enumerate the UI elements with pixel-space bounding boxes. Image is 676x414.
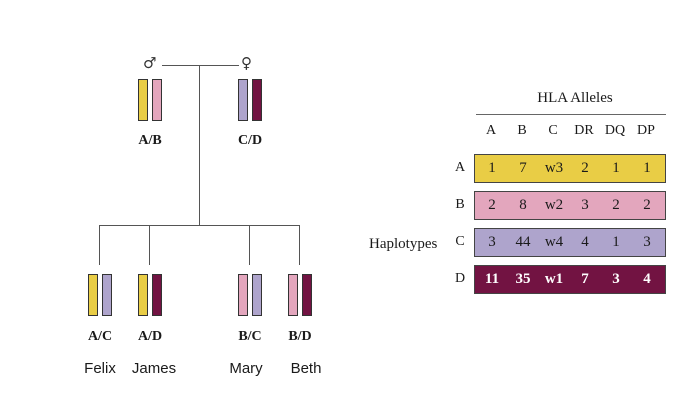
child-beth-bar-1 bbox=[288, 274, 298, 316]
child-line-felix bbox=[99, 225, 100, 265]
allele-cell: 3 bbox=[643, 234, 651, 250]
child-mary-genotype: B/C bbox=[238, 329, 262, 344]
child-james-name: James bbox=[131, 360, 177, 377]
mating-line bbox=[162, 65, 239, 66]
haplotype-row-C: 3 44 w4 4 1 3 bbox=[474, 228, 666, 257]
table-title: HLA Alleles bbox=[537, 90, 613, 106]
column-header-DQ: DQ bbox=[604, 123, 626, 138]
allele-cell: 11 bbox=[484, 271, 500, 287]
row-label-B: B bbox=[455, 197, 465, 212]
descent-line bbox=[199, 65, 200, 225]
child-felix-bar-2 bbox=[102, 274, 112, 316]
haplotype-row-A: 1 7 w3 2 1 1 bbox=[474, 154, 666, 183]
allele-cell: 3 bbox=[488, 234, 496, 250]
allele-cell: 3 bbox=[612, 271, 620, 287]
allele-cell: 1 bbox=[643, 160, 651, 176]
mother-genotype: C/D bbox=[237, 133, 263, 148]
allele-cell: 44 bbox=[515, 234, 531, 250]
allele-cell: 2 bbox=[612, 197, 620, 213]
child-james-bar-1 bbox=[138, 274, 148, 316]
allele-cell: 4 bbox=[581, 234, 589, 250]
allele-cell: 2 bbox=[643, 197, 651, 213]
child-line-beth bbox=[299, 225, 300, 265]
haplotypes-label: Haplotypes bbox=[369, 236, 438, 252]
allele-cell: w3 bbox=[544, 160, 564, 176]
sibship-line bbox=[99, 225, 300, 226]
allele-cell: 2 bbox=[488, 197, 496, 213]
female-symbol-icon: ♀ bbox=[241, 54, 252, 72]
allele-cell: w1 bbox=[544, 271, 564, 287]
father-haplotype-bar-2 bbox=[152, 79, 162, 121]
column-header-DR: DR bbox=[574, 123, 594, 138]
allele-cell: 3 bbox=[581, 197, 589, 213]
mother-haplotype-bar-2 bbox=[252, 79, 262, 121]
allele-cell: 1 bbox=[612, 160, 620, 176]
allele-cell: 7 bbox=[581, 271, 589, 287]
row-label-D: D bbox=[454, 271, 466, 286]
child-james-bar-2 bbox=[152, 274, 162, 316]
child-beth-bar-2 bbox=[302, 274, 312, 316]
child-felix-bar-1 bbox=[88, 274, 98, 316]
column-header-C: C bbox=[548, 123, 558, 138]
mother-haplotype-bar-1 bbox=[238, 79, 248, 121]
child-mary-bar-2 bbox=[252, 274, 262, 316]
haplotype-row-D: 11 35 w1 7 3 4 bbox=[474, 265, 666, 294]
child-line-james bbox=[149, 225, 150, 265]
table-header-rule bbox=[476, 114, 666, 115]
column-header-DP: DP bbox=[637, 123, 655, 138]
column-header-B: B bbox=[517, 123, 527, 138]
row-label-C: C bbox=[455, 234, 465, 249]
child-beth-name: Beth bbox=[290, 360, 322, 377]
child-line-mary bbox=[249, 225, 250, 265]
male-symbol-icon: ♂ bbox=[143, 54, 157, 72]
father-haplotype-bar-1 bbox=[138, 79, 148, 121]
haplotype-row-B: 2 8 w2 3 2 2 bbox=[474, 191, 666, 220]
child-mary-bar-1 bbox=[238, 274, 248, 316]
allele-cell: w4 bbox=[544, 234, 564, 250]
child-beth-genotype: B/D bbox=[288, 329, 312, 344]
father-genotype: A/B bbox=[138, 133, 162, 148]
allele-cell: 2 bbox=[581, 160, 589, 176]
allele-cell: 35 bbox=[515, 271, 531, 287]
row-label-A: A bbox=[454, 160, 466, 175]
allele-cell: 4 bbox=[643, 271, 651, 287]
allele-cell: 7 bbox=[519, 160, 527, 176]
child-felix-name: Felix bbox=[84, 360, 116, 377]
allele-cell: 8 bbox=[519, 197, 527, 213]
allele-cell: 1 bbox=[612, 234, 620, 250]
child-felix-genotype: A/C bbox=[87, 329, 113, 344]
child-james-genotype: A/D bbox=[137, 329, 163, 344]
allele-cell: 1 bbox=[488, 160, 496, 176]
child-mary-name: Mary bbox=[229, 360, 263, 377]
allele-cell: w2 bbox=[544, 197, 564, 213]
column-header-A: A bbox=[485, 123, 497, 138]
